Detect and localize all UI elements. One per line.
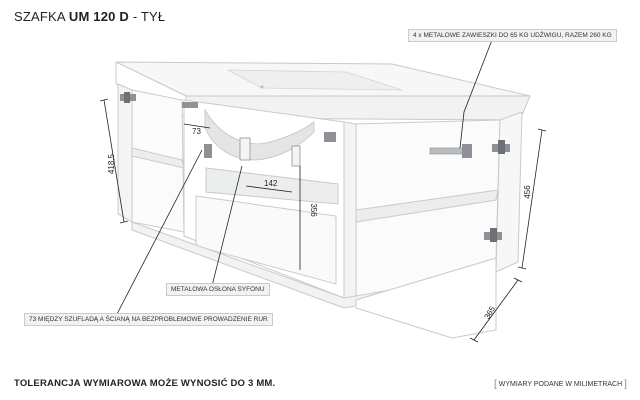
right-shelf [355, 189, 499, 223]
dim-tick [119, 220, 129, 224]
left-side-panel [117, 83, 133, 223]
right-divider [343, 121, 357, 301]
leader-drawer-gap [115, 149, 203, 317]
title-prefix: SZAFKA [14, 9, 66, 24]
dim-tick [537, 128, 547, 132]
hanger-bottom-right [484, 228, 502, 242]
callout-hangers: 4 x METALOWE ZAWIESZKI DO 65 KG UDŹWIGU,… [408, 29, 617, 42]
hanger-middle [429, 144, 472, 158]
hanger-top-right [492, 140, 510, 154]
siphon-cover-plate [239, 137, 251, 161]
bracket-right: ] [624, 379, 627, 390]
tolerance-note: TOLERANCJA WYMIAROWA MOŻE WYNOSIĆ DO 3 M… [14, 378, 276, 389]
right-side-panel [495, 111, 523, 273]
leader-hangers [459, 39, 493, 149]
hanger-top-left [120, 92, 136, 103]
dim-label-height-left: 418,5 [107, 153, 116, 174]
bottom-front-edge [355, 257, 497, 339]
drain-hole [260, 85, 264, 89]
dim-line-height-left [103, 99, 125, 223]
dim-label-drawer-height: 356 [309, 203, 318, 217]
callout-drawer-gap: 73 MIĘDZY SZUFLADĄ A ŚCIANĄ NA BEZPROBLE… [24, 313, 273, 326]
dim-tick [513, 277, 523, 283]
page-title: SZAFKA UM 120 D - TYŁ [14, 9, 165, 24]
dim-line-depth [473, 279, 519, 341]
hanger-upper-center [182, 102, 336, 158]
drawer-front [195, 195, 337, 285]
dim-line-gap-top [183, 123, 211, 129]
dim-tick [99, 98, 109, 102]
title-model: UM 120 D [68, 9, 129, 24]
dim-label-gap-top: 73 [192, 127, 201, 136]
units-note: [ WYMIARY PODANE W MILIMETRACH ] [494, 378, 627, 390]
leader-siphon [211, 165, 243, 287]
callout-siphon-cover: METALOWA OSŁONA SYFONU [166, 283, 270, 296]
dim-label-siphon-width: 142 [264, 179, 278, 188]
units-note-text: WYMIARY PODANE W MILIMETRACH [498, 381, 623, 388]
siphon-cover-plate [291, 145, 301, 167]
dim-line-height-right [521, 129, 543, 269]
dim-tick [469, 337, 479, 343]
dim-tick [517, 266, 527, 270]
basin-recess [227, 69, 403, 91]
title-suffix: - TYŁ [132, 9, 166, 24]
dim-label-height-right: 456 [523, 185, 532, 199]
bracket-left: [ [494, 379, 497, 390]
dim-line-siphon-width [245, 185, 293, 193]
